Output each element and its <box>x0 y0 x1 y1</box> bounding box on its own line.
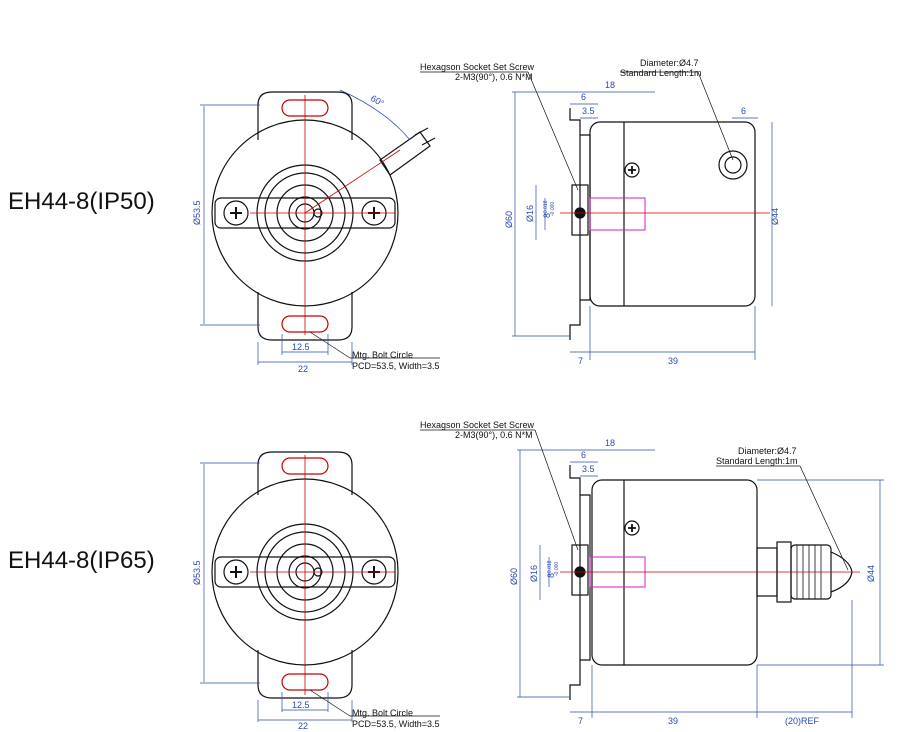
leader-screw-ip50 <box>527 71 579 191</box>
screw-spec-ip65: 2-M3(90°), 0.6 N*M <box>455 430 533 440</box>
dim-39-ip50: 39 <box>668 356 678 366</box>
screw-label-ip50: Hexagson Socket Set Screw <box>420 62 535 72</box>
dim-d60-ip65: Ø60 <box>509 568 519 585</box>
dim-6-ip65: 6 <box>581 450 586 460</box>
dim-8-ip50: 8 <box>542 213 552 218</box>
dim-7-ip50: 7 <box>578 356 583 366</box>
side-dims-ip50 <box>512 91 773 360</box>
dim-d44-ip65: Ø44 <box>866 565 876 582</box>
dim-20-ref-ip65: (20)REF <box>785 716 820 726</box>
front-diameter-ip50: Ø53.5 <box>192 200 202 225</box>
shaft-bore-ip50 <box>589 197 646 231</box>
side-view-ip50 <box>569 108 756 340</box>
slot-width-ip65: 12.5 <box>292 700 310 710</box>
leader-cable-ip65 <box>799 465 849 571</box>
dim-18-ip65: 18 <box>605 438 615 448</box>
front-dims-ip65 <box>200 462 353 722</box>
dim-d60-ip50: Ø60 <box>504 211 514 228</box>
dim-6-cable-ip50: 6 <box>741 106 746 116</box>
front-dims-ip50 <box>200 89 411 365</box>
leader-screw-ip65 <box>534 429 579 551</box>
dim-18-ip50: 18 <box>605 80 615 90</box>
screw-label-ip65: Hexagson Socket Set Screw <box>420 420 535 430</box>
front-centerlines-ip50 <box>250 95 401 335</box>
leader-bolt-ip50 <box>309 331 351 359</box>
front-diameter-ip65: Ø53.5 <box>192 560 202 585</box>
leader-cable-ip50 <box>697 71 734 161</box>
front-view-ip50 <box>211 91 436 341</box>
dim-39-ip65: 39 <box>668 716 678 726</box>
dim-7-ip65: 7 <box>578 716 583 726</box>
dim-35-ip65: 3.5 <box>582 464 595 474</box>
cable-length-ip65: Standard Length:1m <box>716 456 798 466</box>
leader-bolt-ip65 <box>309 689 351 717</box>
cable-diameter-ip50: Diameter:Ø4.7 <box>640 58 699 68</box>
cable-diameter-ip65: Diameter:Ø4.7 <box>738 446 797 456</box>
screw-spec-ip50: 2-M3(90°), 0.6 N*M <box>455 72 533 82</box>
bolt-circle-label-ip65: Mtg. Bolt Circle <box>352 708 413 718</box>
dim-8-tol-up-ip65: +0.018 <box>547 560 553 576</box>
front-centerlines-ip65 <box>250 455 395 695</box>
bolt-circle-pcd-ip50: PCD=53.5, Width=3.5 <box>352 361 440 371</box>
model-title-ip65: EH44-8(IP65) <box>8 547 155 574</box>
flange-width-ip50: 22 <box>298 364 308 374</box>
dim-d16-ip50: Ø16 <box>525 205 535 222</box>
side-dims-ip65 <box>517 449 884 718</box>
model-title-ip50: EH44-8(IP50) <box>8 188 155 215</box>
dim-d44-ip50: Ø44 <box>770 208 780 225</box>
dim-6-ip50: 6 <box>581 92 586 102</box>
flange-width-ip65: 22 <box>298 721 308 731</box>
bolt-circle-label-ip50: Mtg. Bolt Circle <box>352 350 413 360</box>
dim-d16-ip65: Ø16 <box>529 565 539 582</box>
dim-8-tol-up-ip50: +0.018 <box>543 200 549 216</box>
dim-8-tol-lo-ip50: -0.000 <box>550 202 556 216</box>
angle-label: 60° <box>369 93 386 109</box>
dim-8-tol-lo-ip65: -0.000 <box>554 562 560 576</box>
dim-8-ip65: 8 <box>546 573 556 578</box>
dim-35-ip50: 3.5 <box>582 106 595 116</box>
cable-length-ip50: Standard Length:1m <box>620 68 702 78</box>
bolt-circle-pcd-ip65: PCD=53.5, Width=3.5 <box>352 719 440 729</box>
slot-width-ip50: 12.5 <box>292 342 310 352</box>
